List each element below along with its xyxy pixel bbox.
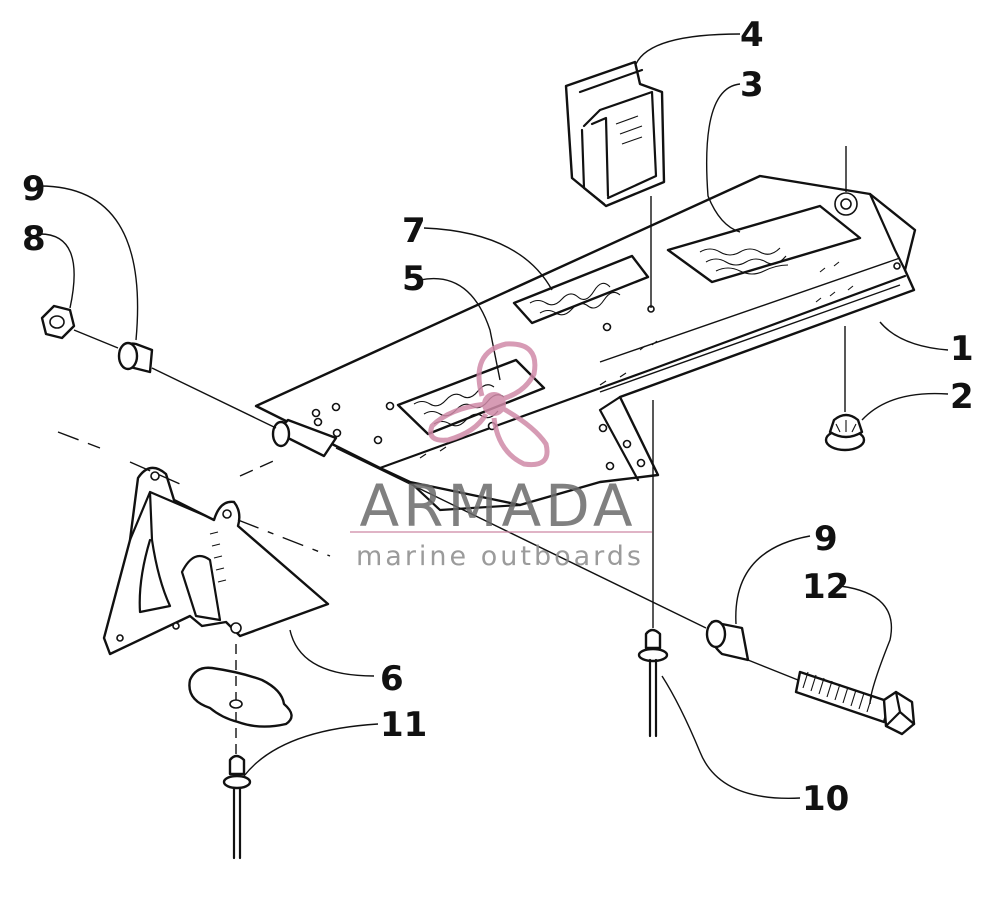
pad	[188, 666, 293, 728]
callout-6: 6	[380, 659, 404, 699]
logo-blade-bottom	[491, 405, 550, 468]
nut-8	[40, 304, 76, 340]
callout-11: 11	[380, 705, 427, 745]
watermark-brand: ARMADA	[359, 472, 636, 540]
logo-blade-left	[428, 401, 489, 443]
bolt-12	[794, 670, 916, 736]
callout-9-left: 9	[22, 169, 46, 209]
bracket-6	[102, 466, 330, 656]
sleeve	[271, 418, 338, 458]
watermark-tagline: marine outboards	[356, 541, 644, 572]
assembly-lines	[57, 146, 847, 756]
clip-4	[564, 60, 666, 208]
callout-5: 5	[402, 259, 426, 299]
rivet-10	[637, 628, 669, 738]
decal-3	[666, 204, 862, 284]
leader-lines	[39, 33, 949, 799]
callout-2: 2	[950, 377, 974, 417]
callout-9-right: 9	[814, 519, 838, 559]
grommet-2	[824, 413, 866, 452]
bushing-9-left	[117, 341, 154, 374]
callout-labels: 1 2 3 4 5 6 7 8 9 9 10 11 12	[22, 15, 974, 819]
callout-4: 4	[740, 15, 764, 55]
watermark: ARMADA marine outboards	[350, 341, 652, 572]
callout-10: 10	[802, 779, 849, 819]
callout-7: 7	[402, 211, 426, 251]
callout-1: 1	[950, 329, 974, 369]
callout-12: 12	[802, 567, 849, 607]
logo-blade-top	[476, 341, 538, 403]
bushing-9-right	[705, 619, 750, 662]
callout-8: 8	[22, 219, 46, 259]
rivet-11	[222, 754, 252, 860]
propeller-logo	[428, 341, 550, 468]
decal-7	[512, 254, 650, 325]
callout-3: 3	[740, 65, 764, 105]
logo-hub	[482, 392, 506, 416]
